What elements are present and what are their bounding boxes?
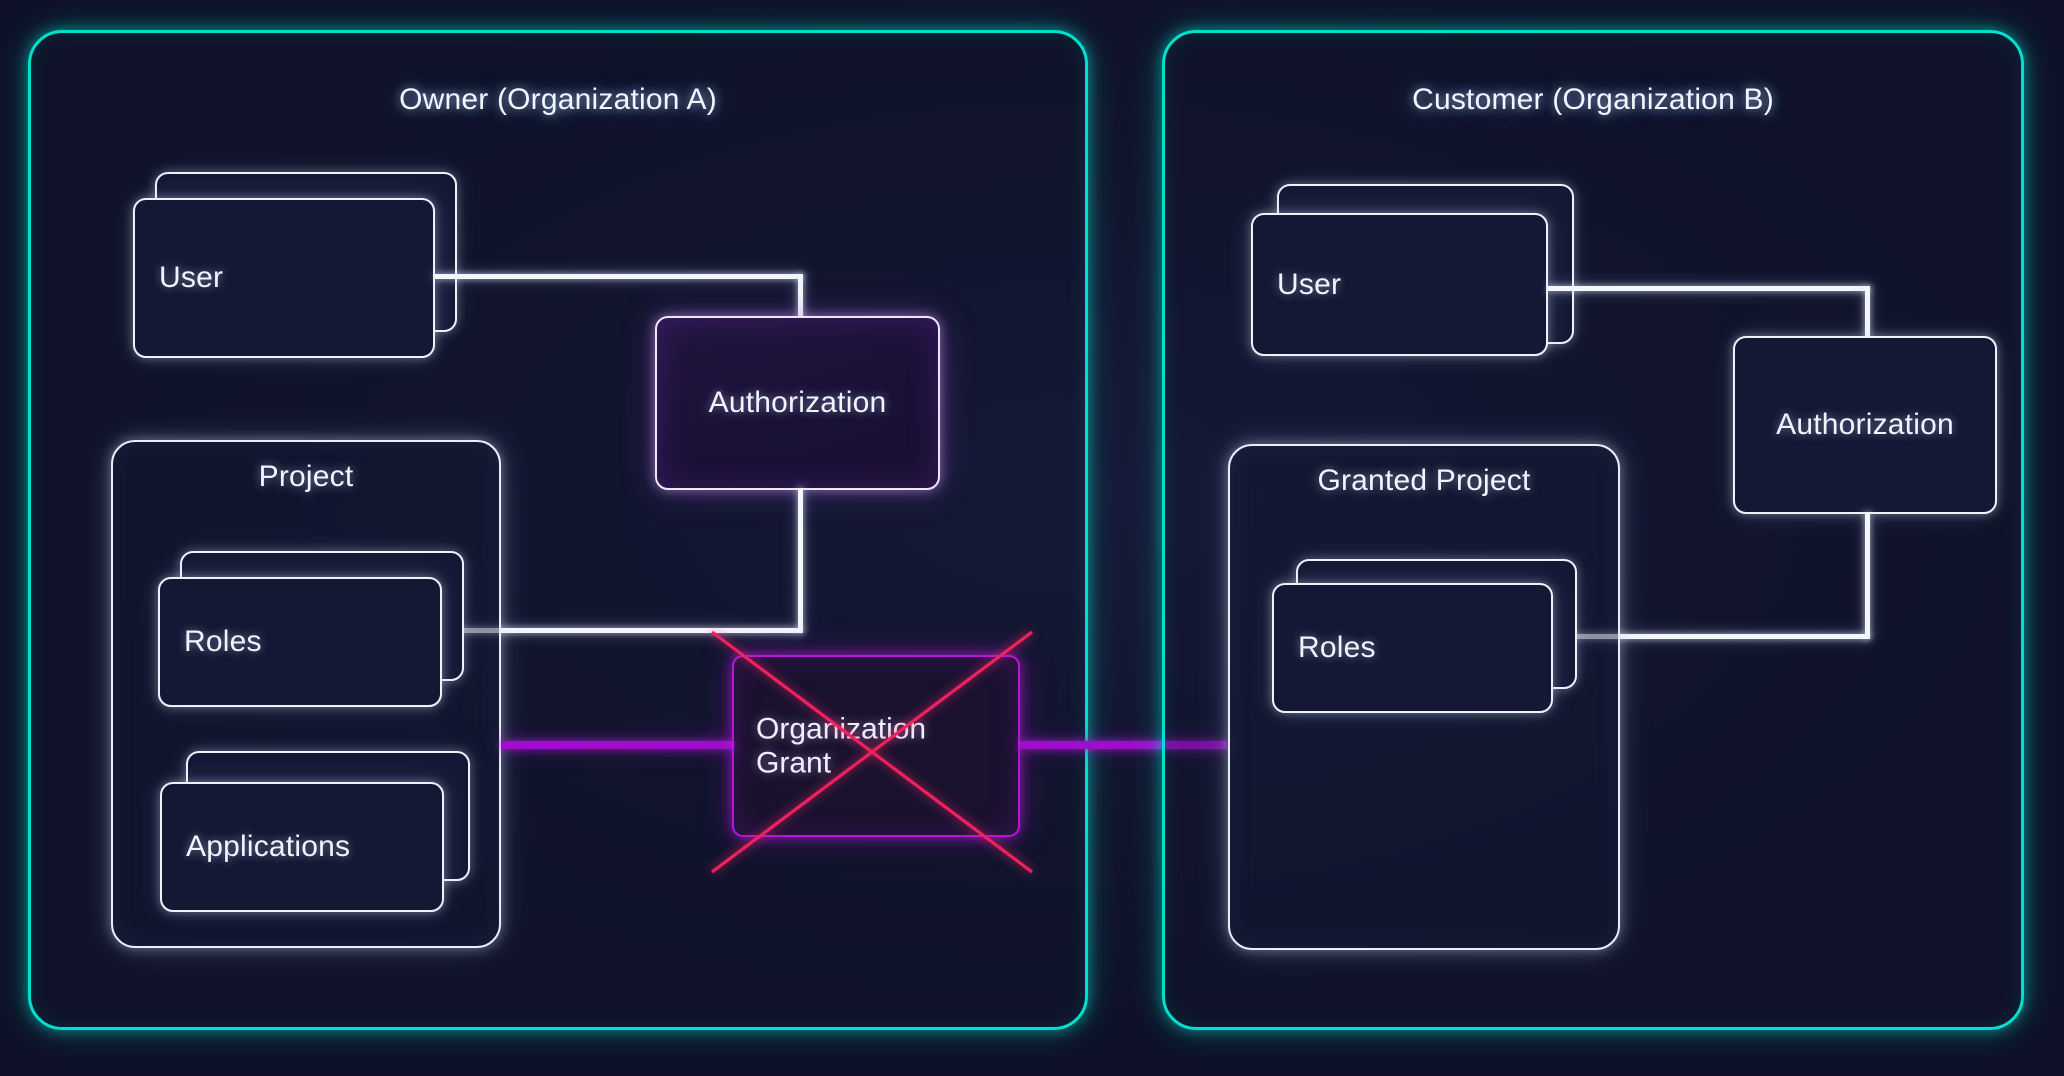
group-project-owner-title: Project bbox=[258, 460, 354, 493]
node-authorization-customer-label: Authorization bbox=[1776, 408, 1954, 441]
node-user-customer-label: User bbox=[1277, 267, 1342, 301]
connector-user-to-authorization-customer-horizontal bbox=[1548, 286, 1870, 291]
node-user-owner[interactable]: User bbox=[133, 198, 435, 358]
connector-user-to-authorization-owner-vertical bbox=[798, 274, 803, 319]
org-title-customer: Customer (Organization B) bbox=[1412, 83, 1774, 116]
node-applications-owner[interactable]: Applications bbox=[160, 782, 444, 912]
connector-authorization-to-roles-owner-vertical bbox=[798, 488, 803, 632]
connector-authorization-to-roles-owner-horizontal bbox=[444, 628, 803, 633]
connector-project-to-grant-purple bbox=[501, 741, 735, 749]
node-roles-owner-label: Roles bbox=[184, 625, 262, 658]
node-organization-grant-label: Organization Grant bbox=[756, 712, 927, 779]
node-organization-grant[interactable]: Organization Grant bbox=[732, 655, 1020, 837]
node-roles-owner[interactable]: Roles bbox=[158, 577, 442, 707]
connector-grant-to-granted-project-purple bbox=[1020, 741, 1227, 749]
node-authorization-owner[interactable]: Authorization bbox=[655, 316, 940, 490]
group-granted-project-customer-title: Granted Project bbox=[1317, 464, 1531, 497]
connector-authorization-to-roles-customer-vertical bbox=[1865, 512, 1870, 639]
node-roles-customer[interactable]: Roles bbox=[1272, 583, 1553, 713]
node-applications-owner-label: Applications bbox=[186, 830, 351, 863]
connector-user-to-authorization-customer-vertical bbox=[1865, 286, 1870, 338]
node-authorization-customer[interactable]: Authorization bbox=[1733, 336, 1997, 514]
org-title-owner: Owner (Organization A) bbox=[399, 83, 717, 116]
connector-user-to-authorization-owner-horizontal bbox=[435, 274, 803, 279]
node-user-customer[interactable]: User bbox=[1251, 213, 1548, 356]
node-authorization-owner-label: Authorization bbox=[708, 386, 887, 419]
node-roles-customer-label: Roles bbox=[1298, 631, 1376, 664]
node-user-owner-label: User bbox=[159, 261, 224, 294]
connector-authorization-to-roles-customer-horizontal bbox=[1556, 634, 1870, 639]
